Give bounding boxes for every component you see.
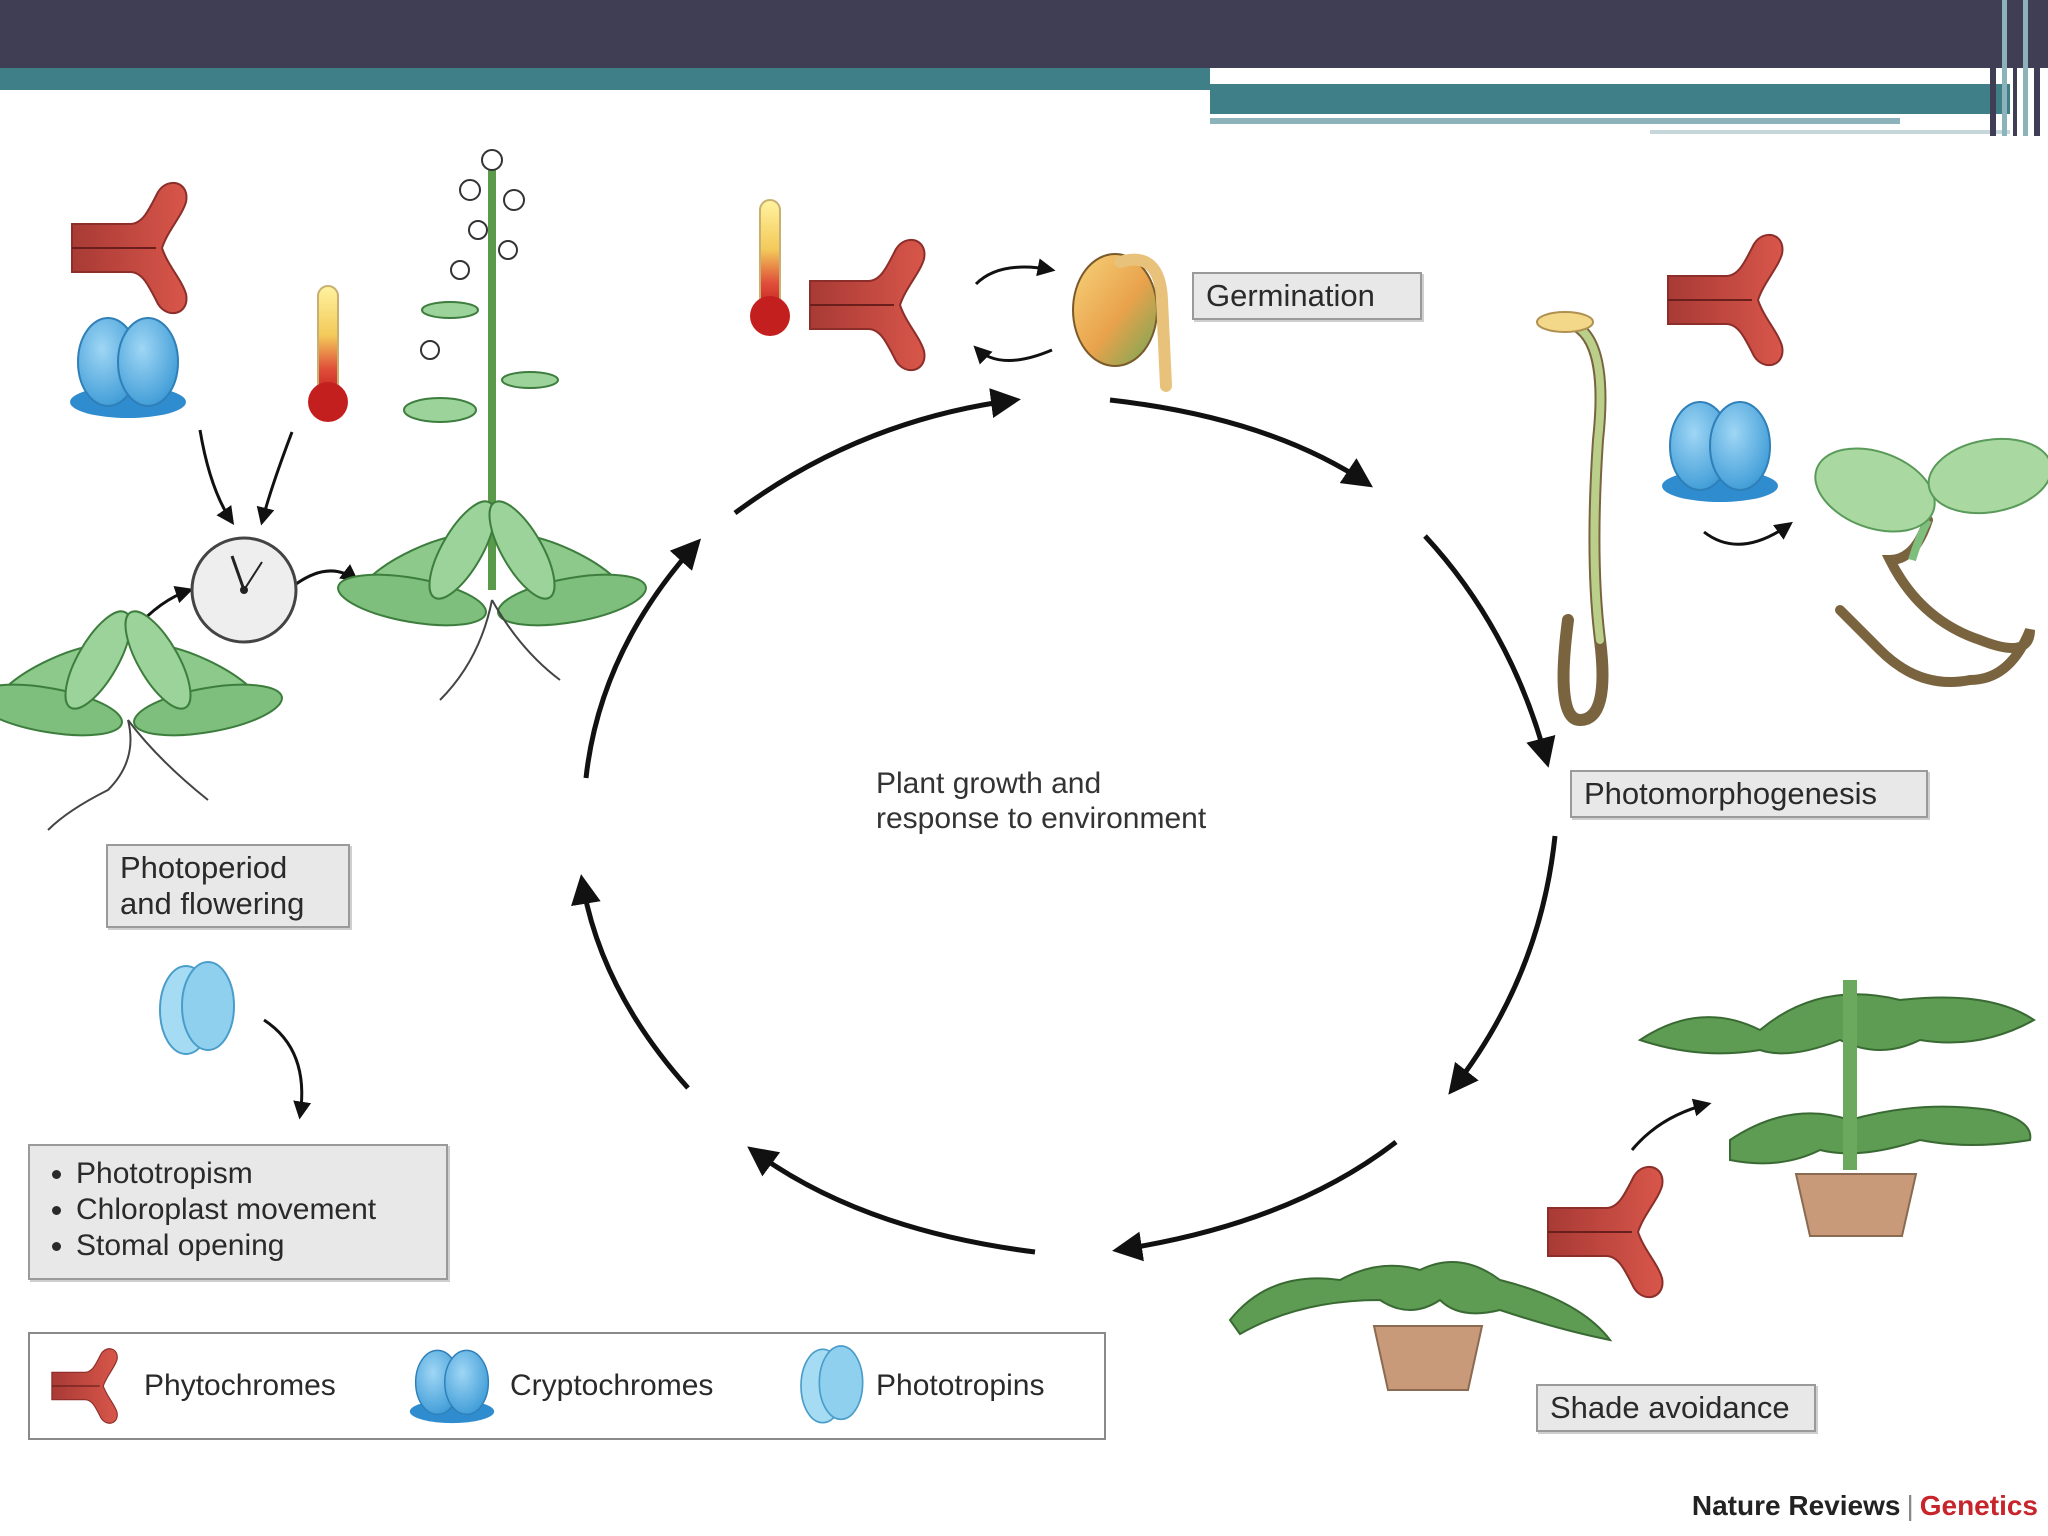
header-bar (0, 0, 2048, 68)
flowering-phytochrome-icon (71, 181, 188, 315)
response-item: Chloroplast movement (76, 1192, 432, 1228)
germination-label: Germination (1192, 272, 1422, 320)
photomorphogenesis-cryptochrome-icon (1661, 401, 1779, 503)
phototropin-icon (800, 1345, 864, 1424)
shade-response-arrow (1630, 1098, 1712, 1151)
photoreceptor-legend: Phytochromes Cryptochromes Phototropins (28, 1332, 1106, 1440)
growth-cycle-arrows (571, 388, 1558, 1262)
legend-label-cryptochromes: Cryptochromes (510, 1369, 714, 1402)
credit-separator: | (1906, 1490, 1914, 1521)
legend-label-phytochromes: Phytochromes (144, 1369, 336, 1402)
corner-stripes-decoration (1990, 0, 2040, 136)
tall-plant-in-pot-icon (1637, 980, 2036, 1237)
photoperiod-flowering-label: Photoperiod and flowering (106, 844, 350, 928)
flowering-thermometer-icon (307, 285, 349, 423)
clock-icon (190, 536, 298, 644)
photomorphogenesis-label: Photomorphogenesis (1570, 770, 1928, 818)
legend-item-phototropins: Phototropins (796, 1334, 1044, 1438)
center-caption-line2: response to environment (876, 802, 1207, 835)
header-accent-band-right (1210, 84, 2010, 114)
germination-cycle-arrows (973, 258, 1056, 365)
shade-phytochrome-icon (1547, 1165, 1664, 1299)
center-caption-line1: Plant growth and (876, 767, 1102, 800)
phytochrome-icon (51, 1348, 118, 1424)
photoperiod-label-line1: Photoperiod (120, 850, 288, 885)
phototropin-responses-box: Phototropism Chloroplast movement Stomal… (28, 1144, 448, 1280)
cycle-arrow-to-shade-stage (1448, 835, 1558, 1095)
flowering-cryptochrome-icon (69, 317, 187, 419)
deetiolated-seedling-icon (1814, 437, 2048, 687)
germination-thermometer-icon (749, 199, 791, 337)
legend-item-cryptochromes: Cryptochromes (404, 1334, 713, 1438)
cycle-arrow-to-germination (733, 388, 1021, 516)
phototropin-response-arrow (263, 1018, 312, 1120)
germination-phytochrome-icon (809, 238, 926, 372)
germinating-seed-icon (1072, 253, 1172, 392)
photomorphogenesis-phytochrome-icon (1667, 233, 1784, 367)
cycle-arrow-up-left-lower (571, 874, 690, 1090)
response-item: Stomal opening (76, 1228, 432, 1264)
cycle-arrow-up-left-upper (583, 538, 702, 779)
legend-item-phytochromes: Phytochromes (44, 1334, 336, 1438)
cryptochrome-icon (409, 1349, 495, 1424)
shade-avoidance-label: Shade avoidance (1536, 1384, 1816, 1432)
photoperiod-label-line2: and flowering (120, 886, 305, 921)
short-plant-in-pot-icon (1228, 1261, 1613, 1391)
flowering-phototropin-icon (159, 961, 235, 1055)
deetiolation-arrow (1703, 521, 1793, 546)
source-credit: Nature Reviews|Genetics (1692, 1490, 2038, 1522)
header-accent-band (0, 68, 1210, 90)
response-item: Phototropism (76, 1156, 432, 1192)
center-caption: Plant growth and response to environment (876, 766, 1336, 836)
cycle-arrow-to-phototropins (747, 1146, 1036, 1255)
credit-journal: Nature Reviews (1691, 1490, 1901, 1521)
cycle-arrow-from-shade (1112, 1140, 1398, 1262)
cycle-arrow-from-germination (1109, 397, 1373, 488)
vegetative-rosette-icon (0, 601, 287, 831)
credit-section: Genetics (1919, 1490, 2038, 1521)
header-thin-line (1210, 118, 1900, 124)
etiolated-seedling-icon (1536, 311, 1609, 727)
cycle-arrow-to-photomorphogenesis (1423, 534, 1556, 768)
flowering-plant-icon (333, 149, 651, 701)
legend-label-phototropins: Phototropins (876, 1369, 1045, 1402)
header-thin-line-2 (1650, 130, 2010, 134)
